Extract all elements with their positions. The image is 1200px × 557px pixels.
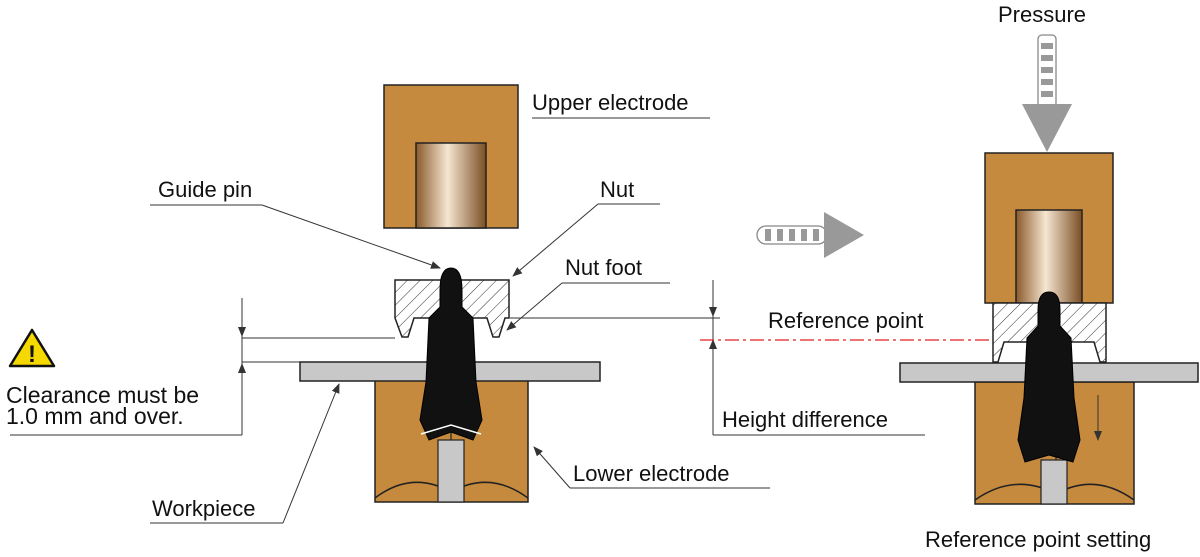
reference-point-setting-label: Reference point setting (925, 527, 1151, 552)
clearance-label-line1: Clearance must be (6, 382, 199, 408)
clearance-dimension (10, 298, 395, 436)
warning-symbol: ! (28, 341, 36, 368)
process-arrow-icon (756, 212, 864, 258)
nut-foot-label: Nut foot (565, 255, 642, 280)
height-difference-label: Height difference (722, 407, 888, 432)
upper-electrode-pressed (984, 152, 1114, 304)
workpiece-label: Workpiece (152, 496, 256, 521)
height-difference-dimension (510, 280, 925, 436)
upper-electrode-label: Upper electrode (532, 90, 689, 115)
reference-point-label: Reference point (768, 308, 923, 333)
guide-pin-pressed (1017, 291, 1081, 463)
clearance-label-line2: 1.0 mm and over. (6, 403, 184, 429)
warning-icon: ! (8, 328, 56, 368)
pressure-label: Pressure (998, 2, 1086, 27)
pressure-arrow-icon (1022, 34, 1072, 152)
guide-pin (419, 267, 483, 441)
upper-electrode (383, 84, 519, 229)
nut-label: Nut (600, 177, 634, 202)
guide-pin-label: Guide pin (158, 177, 252, 202)
lower-electrode-label: Lower electrode (573, 461, 730, 486)
